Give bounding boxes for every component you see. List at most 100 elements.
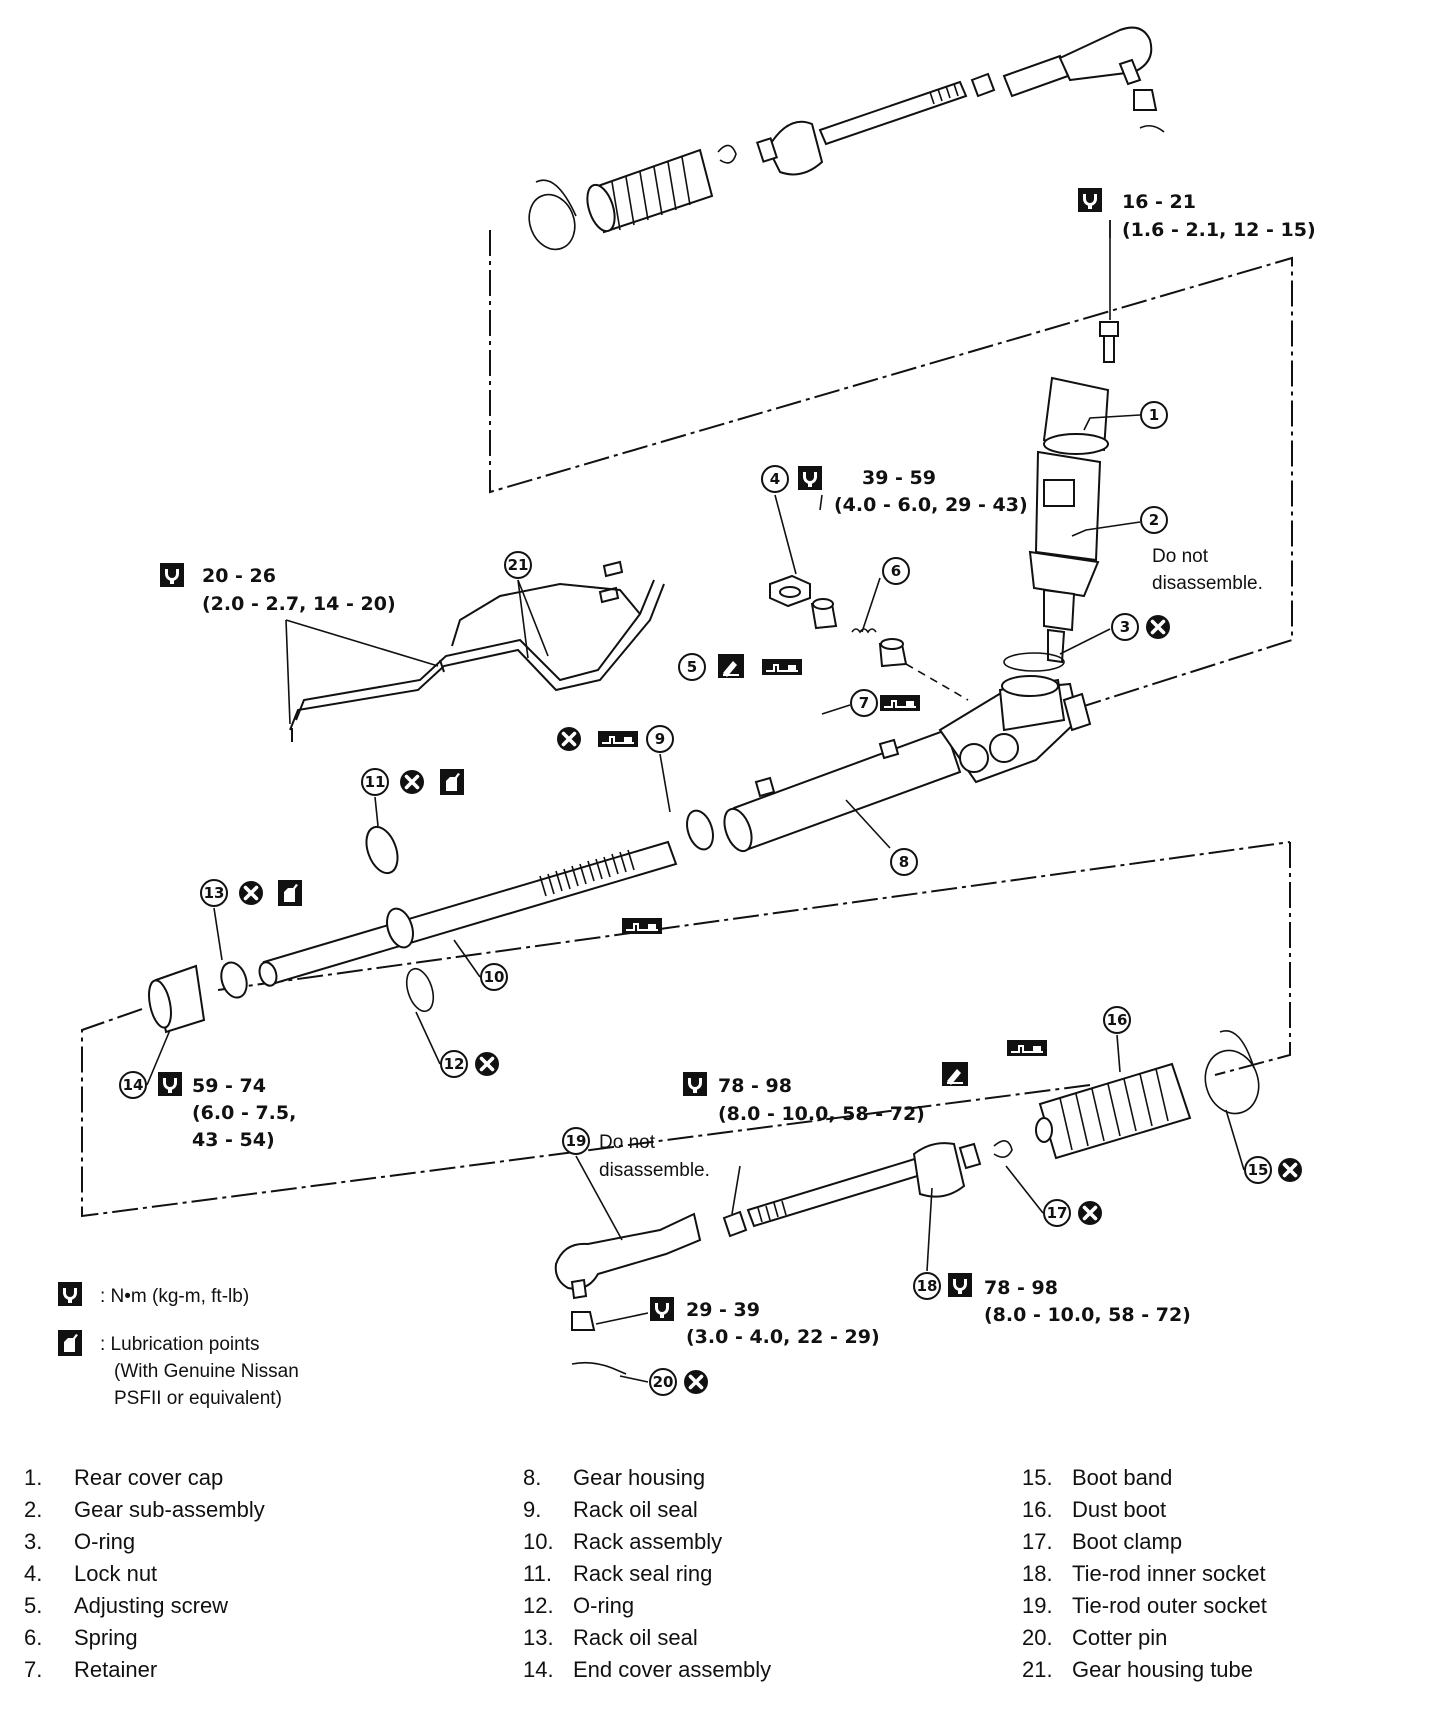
list-item: 5.Adjusting screw: [24, 1593, 229, 1618]
sealant-icon: [941, 1061, 969, 1087]
callout-number: 9: [655, 730, 665, 748]
list-item: 13.Rack oil seal: [523, 1625, 698, 1650]
list-item: 10.Rack assembly: [523, 1529, 723, 1554]
callout-17: 17: [1043, 1199, 1071, 1227]
callout-number: 2: [1149, 511, 1159, 529]
callout-number: 3: [1120, 618, 1130, 636]
callout-5: 5: [678, 653, 706, 681]
callout-number: 5: [687, 658, 697, 676]
torque-rear-cover-2: (1.6 - 2.1, 12 - 15): [1122, 219, 1316, 241]
callout-number: 8: [899, 853, 909, 871]
do-not-reuse-icon: [682, 1368, 710, 1396]
list-item: 2.Gear sub-assembly: [24, 1497, 265, 1522]
legend-lube-3: PSFII or equivalent): [114, 1388, 282, 1409]
list-item: 18.Tie-rod inner socket: [1022, 1561, 1266, 1586]
rack-oil-seal-13: [220, 961, 248, 999]
torque-tube-2: (2.0 - 2.7, 14 - 20): [202, 593, 396, 615]
list-item: 3.O-ring: [24, 1529, 136, 1554]
o-ring-12: [405, 967, 435, 1013]
torque-icon: [798, 466, 822, 490]
list-item: 7.Retainer: [24, 1657, 158, 1682]
symbols: [58, 188, 1304, 1396]
callout-number: 21: [508, 556, 529, 574]
callout-number: 15: [1248, 1161, 1269, 1179]
do-not-reuse-icon: [237, 879, 265, 907]
list-item: 19.Tie-rod outer socket: [1022, 1593, 1267, 1618]
legend-lube-1: : Lubrication points: [100, 1334, 260, 1355]
oil-can-icon: [58, 1330, 82, 1356]
callout-3: 3: [1111, 613, 1139, 641]
rack-seal-ring-11: [365, 825, 399, 875]
list-item: 14.End cover assembly: [523, 1657, 772, 1682]
callout-4: 4: [761, 465, 789, 493]
callout-6: 6: [882, 557, 910, 585]
do-not-reuse-icon: [1144, 613, 1172, 641]
parts-column-1: 1.Rear cover cap 2.Gear sub-assembly 3.O…: [24, 1462, 265, 1686]
do-not-reuse-icon: [555, 725, 583, 753]
parts-column-3: 15.Boot band 16.Dust boot 17.Boot clamp …: [1022, 1462, 1267, 1686]
torque-icon: [948, 1273, 972, 1297]
torque-inner-socket-1: 78 - 98: [984, 1277, 1058, 1299]
torque-icon: [650, 1297, 674, 1321]
list-item: 1.Rear cover cap: [24, 1465, 224, 1490]
callout-21: 21: [504, 551, 532, 579]
note-outer-socket-2: disassemble.: [599, 1160, 710, 1181]
torque-lock-nut-2: (4.0 - 6.0, 29 - 43): [834, 494, 1028, 516]
list-item: 20.Cotter pin: [1022, 1625, 1168, 1650]
callout-19: 19: [562, 1127, 590, 1155]
gear-housing-tube: [289, 560, 665, 742]
grease-icon: [597, 730, 639, 748]
callout-number: 12: [444, 1055, 465, 1073]
torque-castle-nut-2: (3.0 - 4.0, 22 - 29): [686, 1326, 880, 1348]
list-item: 21.Gear housing tube: [1022, 1657, 1254, 1682]
torque-icon: [58, 1282, 82, 1306]
torque-outer-jam-nut-2: (8.0 - 10.0, 58 - 72): [718, 1103, 925, 1125]
parts-list: 1.Rear cover cap 2.Gear sub-assembly 3.O…: [0, 1462, 1440, 1702]
parts-column-2: 8.Gear housing 9.Rack oil seal 10.Rack a…: [523, 1462, 771, 1686]
torque-end-cover-3: 43 - 54): [192, 1129, 275, 1151]
callout-number: 18: [917, 1277, 938, 1295]
torque-icon: [1078, 188, 1102, 212]
oil-can-icon: [278, 880, 302, 906]
boundary-lower-rack: [217, 841, 1291, 991]
list-item: 4.Lock nut: [24, 1561, 158, 1586]
torque-rear-cover-1: 16 - 21: [1122, 191, 1196, 213]
list-item: 11.Rack seal ring: [523, 1561, 713, 1586]
torque-castle-nut-1: 29 - 39: [686, 1299, 760, 1321]
callout-12: 12: [440, 1050, 468, 1078]
grease-icon: [1006, 1039, 1048, 1057]
callout-number: 1: [1149, 406, 1159, 424]
do-not-reuse-icon: [1076, 1199, 1104, 1227]
note-outer-socket-1: Do not: [599, 1132, 656, 1153]
list-item: 15.Boot band: [1022, 1465, 1173, 1490]
torque-icon: [158, 1072, 182, 1096]
gear-housing: [723, 675, 1092, 853]
callout-18: 18: [913, 1272, 941, 1300]
do-not-reuse-icon: [1276, 1156, 1304, 1184]
callout-number: 4: [770, 470, 780, 488]
end-cover-assembly: [148, 964, 206, 1034]
list-item: 17.Boot clamp: [1022, 1529, 1183, 1554]
boundary-upper: [489, 230, 1293, 721]
callout-11: 11: [361, 768, 389, 796]
callout-9: 9: [646, 725, 674, 753]
callout-13: 13: [200, 879, 228, 907]
callout-number: 13: [204, 884, 225, 902]
boundary-lower: [81, 842, 1291, 1218]
torque-end-cover-1: 59 - 74: [192, 1075, 266, 1097]
callout-number: 10: [484, 968, 505, 986]
gear-sub-assembly-group: [1003, 220, 1119, 672]
list-item: 16.Dust boot: [1022, 1497, 1167, 1522]
callout-number: 11: [365, 773, 386, 791]
rack-oil-seal-9: [686, 809, 714, 851]
adjuster-group: [769, 574, 969, 701]
callout-20: 20: [649, 1368, 677, 1396]
torque-outer-jam-nut-1: 78 - 98: [718, 1075, 792, 1097]
callout-14: 14: [119, 1071, 147, 1099]
grease-icon: [621, 917, 663, 935]
list-item: 6.Spring: [24, 1625, 138, 1650]
list-item: 8.Gear housing: [523, 1465, 706, 1490]
note-gear-sub-1: Do not: [1152, 546, 1209, 567]
grease-icon: [761, 658, 803, 676]
